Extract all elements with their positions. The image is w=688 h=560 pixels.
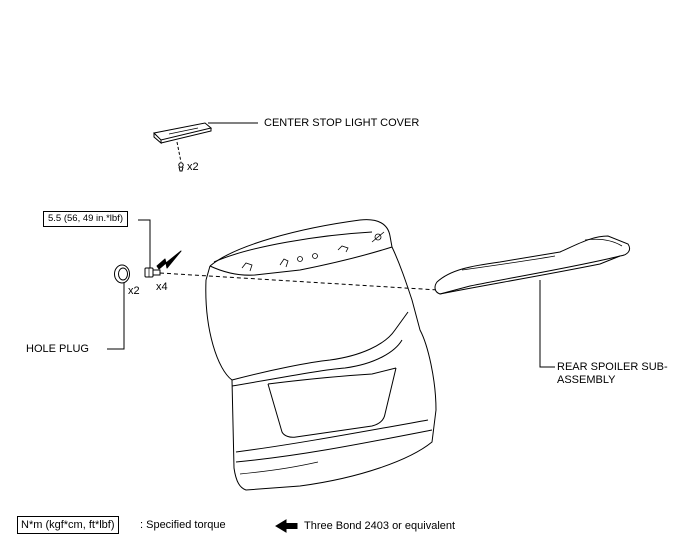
back-door-part (205, 219, 437, 491)
torque-value-box: 5.5 (56, 49 in.*lbf) (43, 211, 128, 227)
rear-spoiler-part (434, 235, 631, 295)
legend-arrow-icon (275, 519, 298, 533)
hole-plug-part (114, 264, 130, 284)
rear-spoiler-label-line1: REAR SPOILER SUB- (557, 361, 668, 373)
center-stop-light-cover-label: CENTER STOP LIGHT COVER (264, 117, 420, 129)
torque-leader-line (138, 219, 151, 270)
plug-quantity-label: x2 (128, 285, 140, 297)
adhesive-arrow-icon (156, 250, 182, 270)
cover-screw-dashed-line (176, 141, 182, 163)
adhesive-legend-description: Three Bond 2403 or equivalent (304, 520, 456, 532)
screw-quantity-label: x2 (187, 161, 199, 173)
rear-spoiler-label-line2: ASSEMBLY (557, 374, 616, 386)
hole-plug-label: HOLE PLUG (26, 343, 89, 355)
bolt-quantity-label: x4 (156, 281, 168, 293)
hole-plug-leader-line (107, 283, 125, 350)
spoiler-bolt (144, 267, 161, 278)
cover-screw (178, 162, 184, 172)
alignment-dashed-line (159, 272, 439, 291)
rear-spoiler-leader-line (539, 280, 555, 368)
torque-unit-legend-box: N*m (kgf*cm, ft*lbf) (17, 516, 119, 534)
torque-legend-description: : Specified torque (140, 519, 226, 531)
center-stop-light-cover-part (152, 122, 213, 145)
